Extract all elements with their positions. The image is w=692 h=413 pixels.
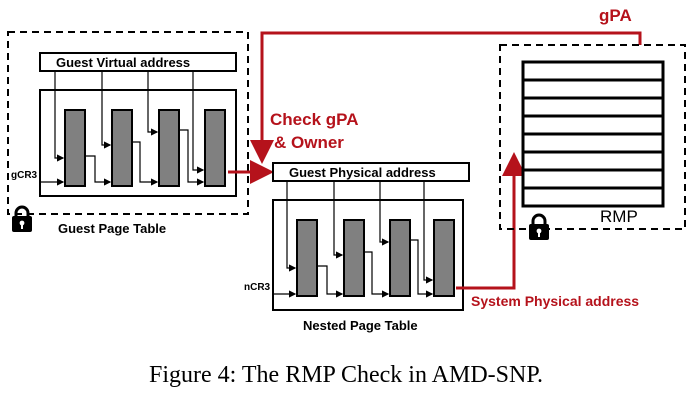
gcr3-label: gCR3 — [11, 170, 38, 181]
system-physical-address-label: System Physical address — [471, 293, 640, 309]
nested-walk-lines — [273, 181, 434, 298]
nested-table-level-2 — [343, 219, 365, 297]
nested-page-table-label: Nested Page Table — [303, 318, 418, 333]
nested-table-level-3 — [389, 219, 411, 297]
ncr3-label: nCR3 — [244, 282, 271, 293]
guest-virtual-address-box — [39, 52, 237, 72]
spa-arrow — [456, 152, 526, 290]
gpa-arrow — [250, 31, 642, 164]
guest-physical-address-label: Guest Physical address — [289, 165, 436, 180]
figure-caption: Figure 4: The RMP Check in AMD-SNP. — [148, 362, 544, 388]
rmp-table — [521, 60, 665, 208]
guest-table-level-3 — [158, 109, 180, 187]
nested-table-level-4 — [433, 219, 455, 297]
guest-physical-address-box — [272, 162, 470, 182]
rmp-label: RMP — [600, 207, 638, 226]
rmp-region — [499, 44, 686, 230]
guest-page-table-region — [7, 31, 249, 215]
guest-page-table-label: Guest Page Table — [58, 221, 167, 236]
guest-table-level-1 — [64, 109, 86, 187]
guest-table-level-4 — [204, 109, 226, 187]
check-gpa-label: Check gPA — [270, 110, 359, 129]
nested-table-level-1 — [296, 219, 318, 297]
guest-virtual-address-label: Guest Virtual address — [56, 55, 191, 70]
gpa-label: gPA — [599, 6, 632, 25]
guest-walk-lines — [40, 71, 205, 186]
lock-icon — [529, 213, 549, 240]
guest-table-level-2 — [111, 109, 133, 187]
lock-icon — [12, 205, 32, 232]
owner-label: & Owner — [274, 133, 344, 152]
